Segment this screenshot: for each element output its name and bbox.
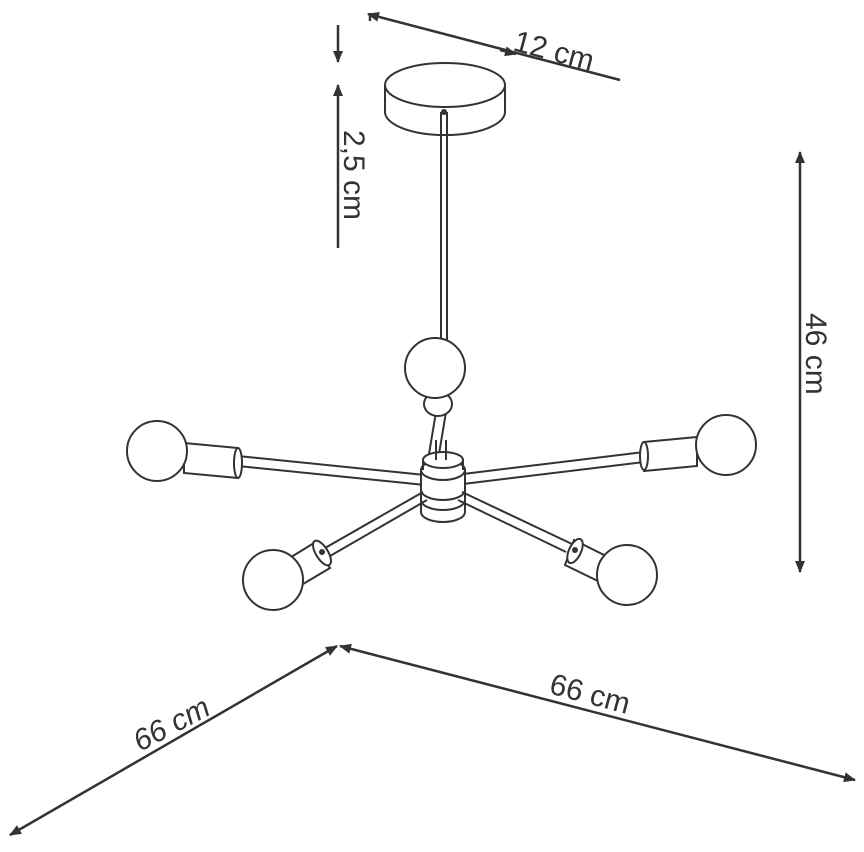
canopy-height-dimension: 2,5 cm xyxy=(333,25,370,248)
right-bulb xyxy=(695,414,757,476)
suspension-rod xyxy=(440,112,448,340)
right-lamp xyxy=(462,414,757,485)
left-bulb xyxy=(126,420,188,482)
top-bulb xyxy=(404,337,466,399)
bottom-right-lamp xyxy=(457,491,658,606)
total-height-label: 46 cm xyxy=(799,313,832,395)
width-right-label: 66 cm xyxy=(546,668,633,721)
bottom-left-bulb xyxy=(242,549,304,611)
total-height-dimension: 46 cm xyxy=(795,151,832,573)
left-lamp xyxy=(126,420,426,486)
center-hub xyxy=(420,440,466,523)
width-left-dimension: 66 cm xyxy=(9,644,338,837)
width-left-label: 66 cm xyxy=(128,691,216,758)
top-back-lamp xyxy=(404,337,466,461)
canopy-diameter-label: 12 cm xyxy=(510,25,597,78)
bottom-right-bulb xyxy=(596,544,658,606)
ceiling-canopy xyxy=(384,62,506,136)
width-right-dimension: 66 cm xyxy=(339,643,856,783)
bottom-left-lamp xyxy=(242,491,428,611)
canopy-height-label: 2,5 cm xyxy=(337,130,370,220)
